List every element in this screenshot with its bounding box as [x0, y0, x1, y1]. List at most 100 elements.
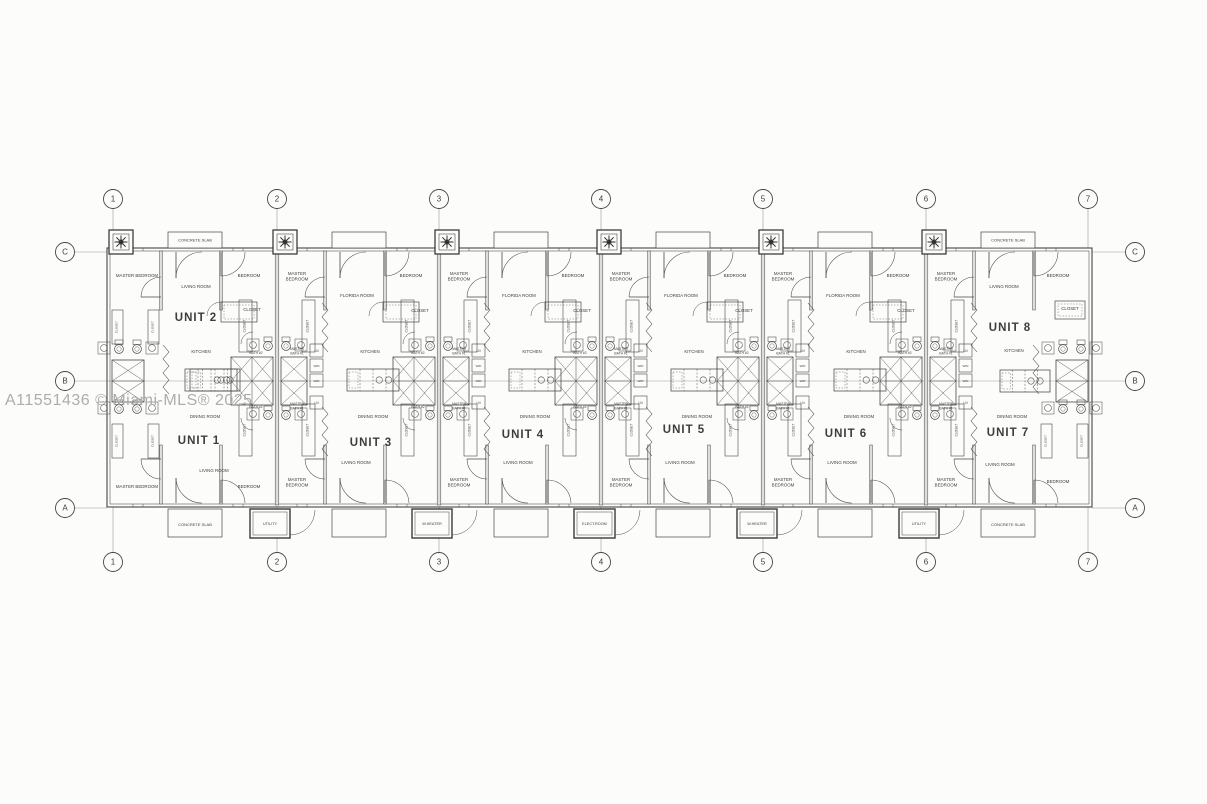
- closet-label: CLOSET: [729, 424, 733, 437]
- master-bath-label: BATH #1: [290, 352, 303, 356]
- grid-column-bubble: 7: [1086, 558, 1091, 567]
- room-label: BEDROOM: [562, 273, 585, 278]
- room-label: LIVING ROOM: [827, 460, 857, 465]
- closet-label: CLOSET: [151, 321, 155, 333]
- bath2-label: BATH #2: [411, 351, 424, 355]
- linen-label: LN: [476, 401, 481, 405]
- service-room-label: ELECT.ROOM: [582, 522, 607, 526]
- closet-label: CLOSET: [1080, 435, 1084, 447]
- room-label: BEDROOM: [935, 482, 958, 487]
- room-label: BEDROOM: [400, 273, 423, 278]
- washer-label: W/D: [963, 364, 970, 368]
- closet-label: CLOSET: [792, 320, 796, 333]
- room-label: MASTER: [450, 477, 468, 482]
- grid-column-bubble: 1: [111, 195, 116, 204]
- room-label: BEDROOM: [935, 276, 958, 281]
- room-label: BEDROOM: [1047, 273, 1070, 278]
- unit-label: UNIT 4: [502, 429, 544, 441]
- service-room-label: W.HEATER: [747, 522, 767, 526]
- grid-row-bubble: C: [1132, 248, 1138, 257]
- bath2-label: BATH #2: [573, 405, 586, 409]
- room-label: CLOSET: [411, 308, 429, 313]
- room-label: BEDROOM: [286, 276, 309, 281]
- room-label: MASTER: [937, 477, 955, 482]
- linen-label: LN: [314, 349, 319, 353]
- closet-label: CLOSET: [729, 320, 733, 333]
- master-bath-label: BATH #1: [614, 352, 627, 356]
- closet-label: CLOSET: [567, 320, 571, 333]
- master-bath-label: MASTER: [290, 347, 304, 351]
- room-label: FLORIDA ROOM: [502, 293, 536, 298]
- linen-label: LN: [963, 349, 968, 353]
- room-label: LIVING ROOM: [665, 460, 695, 465]
- room-label: CLOSET: [735, 308, 753, 313]
- washer-label: W/D: [800, 379, 807, 383]
- grid-column-bubble: 3: [437, 558, 442, 567]
- master-bath-label: BATH #1: [776, 352, 789, 356]
- grid-column-bubble: 4: [599, 195, 604, 204]
- room-label: MASTER: [774, 271, 792, 276]
- mls-watermark: A11551436 © Miami-MLS® 2025: [5, 392, 253, 409]
- grid-column-bubble: 1: [111, 558, 116, 567]
- grid-column-bubble: 3: [437, 195, 442, 204]
- washer-label: W/D: [638, 379, 645, 383]
- bath2-label: BATH #2: [898, 405, 911, 409]
- column-symbols: [108, 229, 947, 255]
- closet-label: CLOSET: [243, 320, 247, 333]
- master-bath-label: MASTER: [614, 402, 628, 406]
- closet-label: CLOSET: [892, 320, 896, 333]
- room-label: KITCHEN: [522, 349, 541, 354]
- room-label: BEDROOM: [238, 273, 261, 278]
- washer-label: W/D: [638, 364, 645, 368]
- unit-label: UNIT 6: [825, 428, 867, 440]
- washer-label: W/D: [476, 364, 483, 368]
- unit-label: UNIT 5: [663, 424, 705, 436]
- unit-label: UNIT 3: [350, 437, 392, 449]
- room-label: KITCHEN: [360, 349, 379, 354]
- grid-row-bubble: B: [1132, 377, 1137, 386]
- bath2-label: BATH #2: [735, 405, 748, 409]
- room-label: FLORIDA ROOM: [664, 293, 698, 298]
- bath2-label: BATH #2: [898, 351, 911, 355]
- window-ticks: [132, 248, 1057, 507]
- room-label: LIVING ROOM: [503, 460, 533, 465]
- closet-label: CLOSET: [405, 424, 409, 437]
- closet-label: CLOSET: [792, 424, 796, 437]
- bath2-label: BATH #2: [411, 405, 424, 409]
- service-room-label: UTILITY: [263, 522, 278, 526]
- room-label: DINING ROOM: [520, 414, 551, 419]
- linen-label: LN: [963, 401, 968, 405]
- master-bath-label: MASTER: [452, 347, 466, 351]
- room-label: BEDROOM: [448, 482, 471, 487]
- bath2-label: BATH #2: [573, 351, 586, 355]
- closet-label: CLOSET: [567, 424, 571, 437]
- closet-label: CLOSET: [955, 424, 959, 437]
- unit-label: UNIT 8: [989, 322, 1031, 334]
- master-bath-label: MASTER: [939, 347, 953, 351]
- grid-column-bubble: 6: [924, 195, 929, 204]
- bath2-label: BATH #2: [249, 405, 262, 409]
- room-label: MASTER: [288, 477, 306, 482]
- grid-column-bubble: 6: [924, 558, 929, 567]
- room-label: MASTER BEDROOM: [116, 484, 159, 489]
- master-bath-label: BATH #1: [290, 407, 303, 411]
- grid-column-bubble: 7: [1086, 195, 1091, 204]
- master-bath-label: MASTER: [939, 402, 953, 406]
- room-label: MASTER: [937, 271, 955, 276]
- washer-label: W/D: [963, 379, 970, 383]
- master-bath-label: BATH #1: [939, 407, 952, 411]
- room-label: DINING ROOM: [682, 414, 713, 419]
- linen-label: LN: [638, 349, 643, 353]
- master-bath-label: BATH #1: [939, 352, 952, 356]
- grid-column-bubble: 5: [761, 558, 766, 567]
- grid-row-bubble: A: [1132, 504, 1138, 513]
- room-label: MASTER: [612, 477, 630, 482]
- room-label: MASTER: [450, 271, 468, 276]
